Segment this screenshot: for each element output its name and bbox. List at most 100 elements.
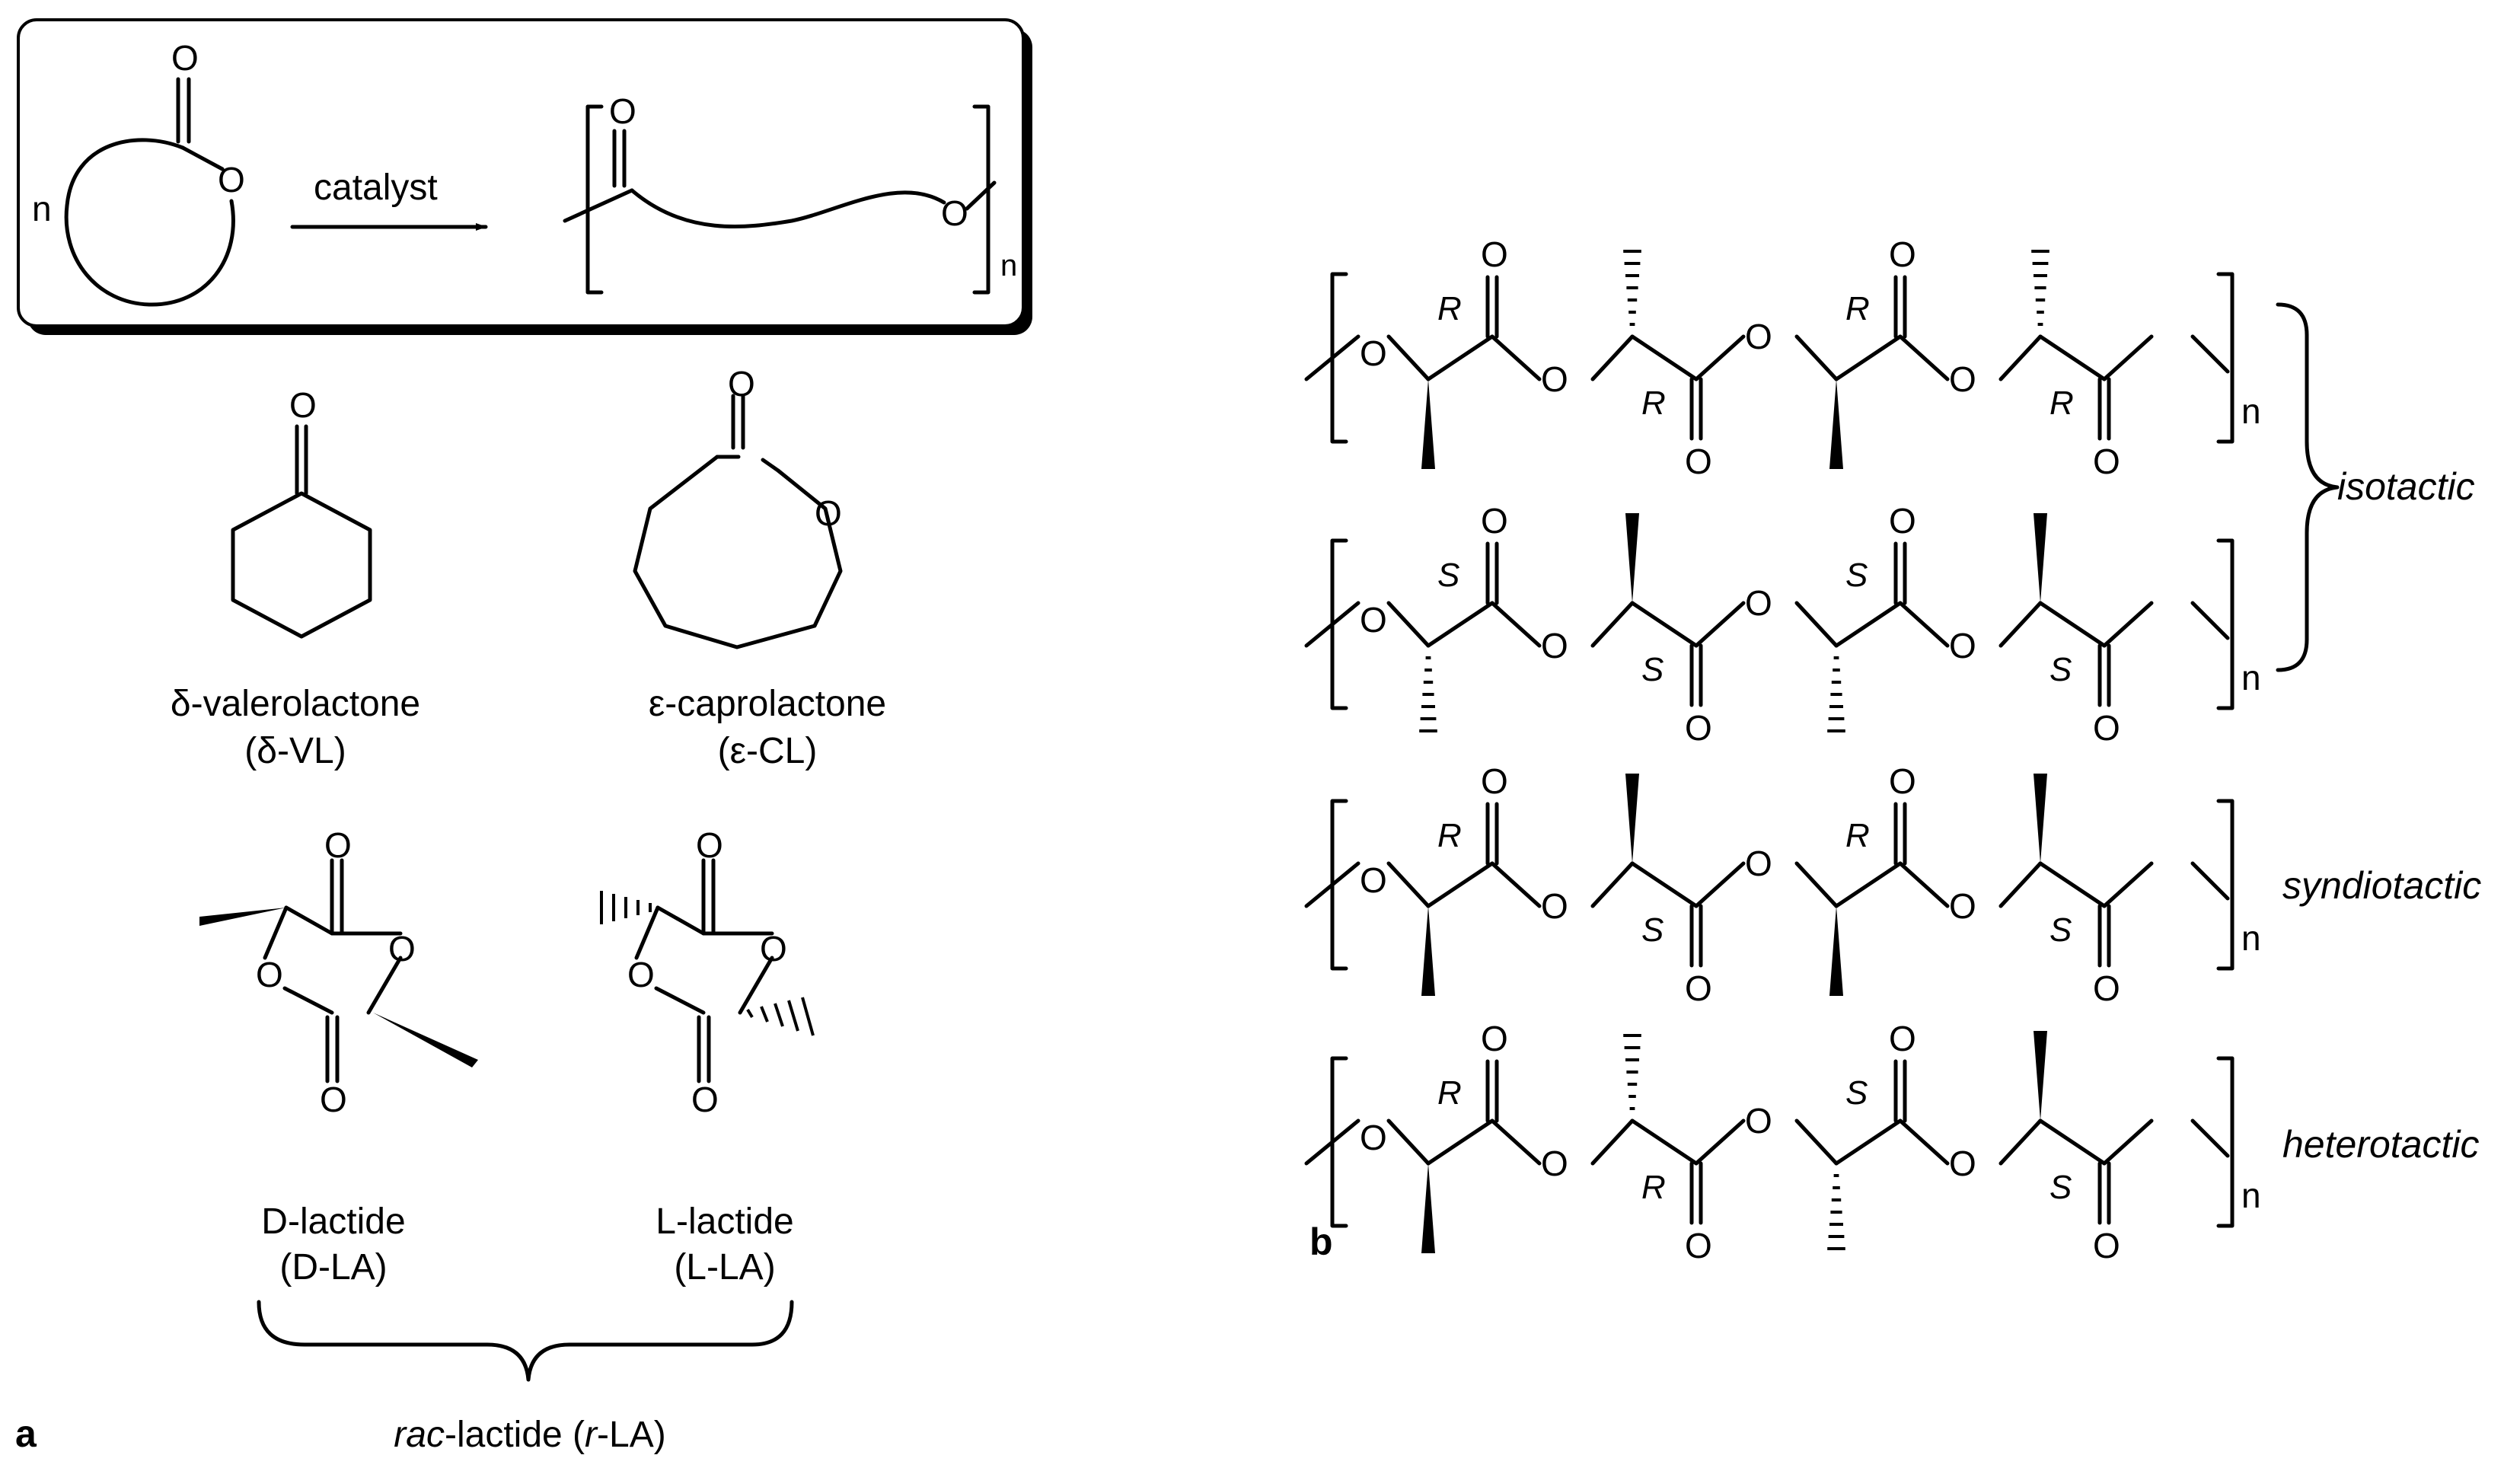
ring-size-label: n bbox=[32, 189, 52, 228]
heterotactic-label: heterotactic bbox=[2282, 1123, 2479, 1166]
chain-bond bbox=[2038, 861, 2107, 908]
chain-bond bbox=[1998, 334, 2043, 381]
chain-bond bbox=[1490, 1118, 1542, 1166]
chain-bond bbox=[1590, 861, 1635, 908]
stereo-descriptor: S bbox=[1845, 557, 1868, 594]
stereo-descriptor: S bbox=[2049, 651, 2072, 688]
chain-bond bbox=[1630, 334, 1699, 381]
carbonyl-oxygen: O bbox=[2093, 1226, 2120, 1265]
dla-name: D-lactide bbox=[261, 1201, 405, 1242]
lla-name: L-lactide bbox=[656, 1201, 793, 1242]
chain-bond bbox=[1898, 601, 1950, 648]
chain-oxygen: O bbox=[1541, 626, 1568, 665]
chain-bond bbox=[1590, 601, 1635, 648]
end-bond-left bbox=[1304, 334, 1360, 381]
carbonyl-oxygen: O bbox=[1889, 235, 1916, 274]
stereo-descriptor: R bbox=[1641, 1169, 1666, 1206]
polyester-product: O O n bbox=[563, 91, 1017, 295]
methyl-wedge bbox=[1625, 774, 1639, 863]
chain-bond bbox=[1998, 601, 2043, 648]
methyl-hash bbox=[1419, 656, 1437, 732]
valerolactone-structure: O δ-valerolactone (δ-VL) bbox=[171, 385, 420, 771]
stereo-descriptor: R bbox=[1845, 817, 1870, 854]
chain-oxygen: O bbox=[1360, 333, 1387, 373]
chain-bond bbox=[1426, 601, 1494, 648]
lla-o-right: O bbox=[760, 929, 787, 968]
carbonyl-oxygen: O bbox=[1481, 1019, 1508, 1058]
stereo-descriptor: S bbox=[2049, 1169, 2072, 1206]
stereo-descriptor: R bbox=[1437, 1074, 1462, 1112]
chain-oxygen: O bbox=[1949, 359, 1976, 399]
product-ester-o: O bbox=[941, 193, 968, 233]
methyl-wedge bbox=[1421, 379, 1435, 469]
right-bracket bbox=[2216, 799, 2235, 971]
chain-bond bbox=[1426, 334, 1494, 381]
methyl-hash bbox=[2031, 250, 2049, 326]
stereo-descriptor: S bbox=[1641, 651, 1664, 688]
end-bond-right bbox=[2190, 334, 2230, 374]
chain-subscript: n bbox=[2241, 918, 2261, 958]
carbonyl-oxygen: O bbox=[1685, 442, 1712, 481]
carbonyl-oxygen: O bbox=[2093, 968, 2120, 1008]
chain-bond bbox=[1794, 601, 1839, 648]
right-bracket bbox=[2216, 538, 2235, 710]
dla-o-right: O bbox=[388, 929, 416, 968]
chain-bond bbox=[2102, 334, 2154, 381]
lla-o-top: O bbox=[696, 825, 723, 865]
chain-subscript: n bbox=[2241, 658, 2261, 697]
product-carbonyl-o: O bbox=[609, 91, 636, 131]
methyl-wedge bbox=[2034, 1031, 2047, 1121]
chain-bond bbox=[1794, 1118, 1839, 1166]
chain-bond bbox=[1426, 861, 1494, 908]
methyl-hash bbox=[1827, 656, 1845, 732]
chain-bond bbox=[1998, 861, 2043, 908]
stereo-descriptor: R bbox=[1437, 290, 1462, 327]
cl-carbonyl-o-top: O bbox=[728, 364, 755, 404]
chain-bond bbox=[1694, 861, 1746, 908]
methyl-hash bbox=[1623, 1034, 1641, 1110]
chain-bond bbox=[2102, 601, 2154, 648]
chain-bond bbox=[2102, 861, 2154, 908]
chain-bond bbox=[1426, 1118, 1494, 1166]
end-bond-left bbox=[1304, 1118, 1360, 1166]
chain-bond bbox=[1386, 601, 1431, 648]
chain-bond bbox=[1386, 861, 1431, 908]
carbonyl-o: O bbox=[171, 38, 199, 78]
chain-oxygen: O bbox=[1745, 844, 1772, 883]
chain-bond bbox=[2038, 1118, 2107, 1166]
dla-o-left: O bbox=[256, 955, 283, 994]
carbonyl-oxygen: O bbox=[1685, 968, 1712, 1008]
lla-o-bottom: O bbox=[691, 1080, 719, 1119]
dla-abbr: (D-LA) bbox=[279, 1247, 387, 1288]
d-lactide-structure: O O O O D-lactide (D-LA) bbox=[199, 825, 478, 1288]
chain-oxygen: O bbox=[1745, 1101, 1772, 1141]
right-bracket bbox=[2216, 1056, 2235, 1228]
chain-bond bbox=[1794, 334, 1839, 381]
chain-bond bbox=[1490, 334, 1542, 381]
stereo-descriptor: R bbox=[1641, 385, 1666, 422]
methyl-wedge bbox=[1829, 906, 1843, 996]
chain-bond bbox=[1630, 1118, 1699, 1166]
dla-o-bottom: O bbox=[320, 1080, 347, 1119]
chain-oxygen: O bbox=[1360, 600, 1387, 640]
chain-oxygen: O bbox=[1541, 1144, 1568, 1183]
stereo-descriptor: S bbox=[1437, 557, 1459, 594]
carbonyl-oxygen: O bbox=[1481, 761, 1508, 801]
cl-name: ε-caprolactone bbox=[649, 684, 886, 724]
chain-bond bbox=[2102, 1118, 2154, 1166]
chain-bond bbox=[1834, 601, 1903, 648]
lla-abbr: (L-LA) bbox=[674, 1247, 775, 1288]
chain-bond bbox=[1694, 334, 1746, 381]
chain-bond bbox=[1694, 1118, 1746, 1166]
chain-bond bbox=[1386, 1118, 1431, 1166]
carbonyl-oxygen: O bbox=[1685, 708, 1712, 748]
chain-bond bbox=[1794, 861, 1839, 908]
chain-bond bbox=[1590, 1118, 1635, 1166]
chain-subscript: n bbox=[2241, 1176, 2261, 1215]
chain-oxygen: O bbox=[1360, 1118, 1387, 1157]
carbonyl-oxygen: O bbox=[1889, 761, 1916, 801]
chain-bond bbox=[1834, 861, 1903, 908]
carbonyl-oxygen: O bbox=[1889, 501, 1916, 541]
